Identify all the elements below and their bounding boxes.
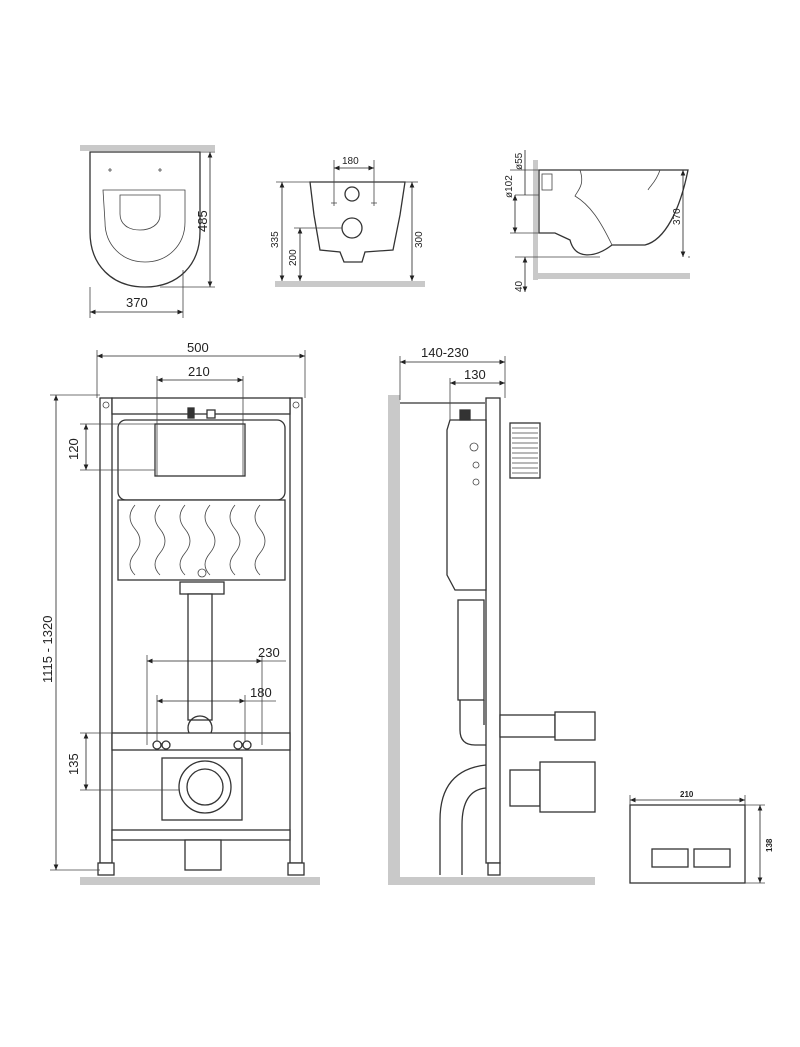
frame-side-view: 140-230 130 [388, 345, 596, 885]
dim-depth-130: 130 [464, 367, 486, 382]
dim-bolt-spacing-180: 180 [342, 156, 359, 167]
dim-300: 300 [414, 231, 425, 248]
flush-plate-view: 210 138 [629, 790, 774, 884]
toilet-side-view: ø55 ø102 370 40 [504, 150, 690, 292]
dim-height-370: 370 [672, 208, 683, 225]
dim-200: 200 [288, 249, 299, 266]
dim-diameter-102: ø102 [504, 175, 515, 198]
dim-335: 335 [270, 231, 281, 248]
dim-bolt-spacing-230: 230 [258, 645, 280, 660]
dim-bolt-spacing-180: 180 [250, 685, 272, 700]
dim-depth-range: 140-230 [421, 345, 469, 360]
dim-plate-height-120: 120 [66, 438, 81, 460]
dim-frame-width-500: 500 [187, 340, 209, 355]
toilet-front-view: 180 335 200 300 [270, 156, 425, 287]
dim-width-370: 370 [126, 295, 148, 310]
dim-outlet-height-135: 135 [66, 753, 81, 775]
toilet-top-view: 485 370 [80, 145, 215, 318]
frame-front-view: 500 210 120 1115 - 1320 230 180 135 [40, 340, 320, 885]
dim-diameter-55: ø55 [514, 152, 525, 170]
dim-flush-plate-height: 138 [765, 838, 774, 852]
dim-depth-485: 485 [195, 210, 210, 232]
dim-floor-40: 40 [514, 280, 525, 292]
dim-frame-height: 1115 - 1320 [40, 616, 55, 683]
dim-flush-plate-width: 210 [680, 790, 694, 799]
dim-plate-width-210: 210 [188, 364, 210, 379]
